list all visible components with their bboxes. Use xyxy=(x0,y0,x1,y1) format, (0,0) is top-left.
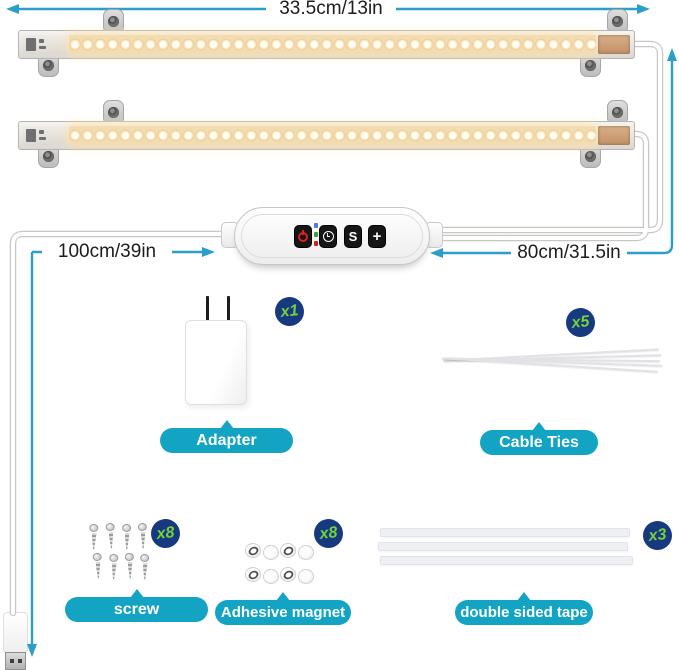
timer-button[interactable] xyxy=(319,225,337,248)
mounting-bracket xyxy=(103,100,124,125)
clock-icon xyxy=(322,231,334,242)
bar-end-connector xyxy=(23,126,67,145)
bar-end-connector xyxy=(23,35,67,54)
blue-indicator xyxy=(314,223,318,228)
mounting-bracket xyxy=(103,9,124,34)
usb-plug-body xyxy=(3,612,28,653)
magnet-label: Adhesive magnet xyxy=(215,592,351,625)
right-cable-length-label: 80cm/31.5in xyxy=(511,242,627,264)
led-strip xyxy=(69,126,596,145)
controller-faceplate xyxy=(241,214,423,258)
mounting-bracket xyxy=(607,100,628,125)
screw-label: screw xyxy=(65,589,208,622)
magnet-graphic xyxy=(245,543,261,558)
led-light-bar-1 xyxy=(18,30,635,59)
mode-button[interactable]: S xyxy=(344,225,362,248)
power-icon xyxy=(298,229,308,242)
left-cable-length-label: 100cm/39in xyxy=(42,241,172,263)
cable-ties-graphic xyxy=(440,340,668,378)
power-adapter-graphic xyxy=(185,320,247,405)
bar-end-wiring xyxy=(598,126,630,145)
tape-strip-graphic xyxy=(380,556,633,565)
red-indicator xyxy=(314,241,318,246)
brightness-button[interactable]: + xyxy=(368,225,386,248)
magnet-graphic xyxy=(280,567,296,582)
mode-button-label: S xyxy=(348,229,358,244)
inline-controller: S + xyxy=(234,207,430,265)
plus-label: + xyxy=(372,228,382,245)
adapter-prong xyxy=(206,296,209,321)
cable-ties-label: Cable Ties xyxy=(480,422,598,455)
magnet-graphic xyxy=(298,545,314,560)
tape-strip-graphic xyxy=(380,528,630,537)
bar-length-label: 33.5cm/13in xyxy=(266,0,396,20)
magnet-graphic xyxy=(298,569,314,584)
green-indicator xyxy=(314,232,318,237)
bar-end-wiring xyxy=(598,35,630,54)
tape-strip-graphic xyxy=(378,542,628,551)
led-strip xyxy=(69,35,596,54)
power-button[interactable] xyxy=(294,225,312,248)
tape-label: double sided tape xyxy=(455,592,593,625)
magnet-graphic xyxy=(263,545,279,560)
magnet-graphic xyxy=(245,567,261,582)
magnet-graphic xyxy=(263,569,279,584)
magnet-graphic xyxy=(280,543,296,558)
adapter-label: Adapter xyxy=(160,420,293,453)
led-light-bar-2 xyxy=(18,121,635,150)
adapter-prong xyxy=(227,296,230,321)
